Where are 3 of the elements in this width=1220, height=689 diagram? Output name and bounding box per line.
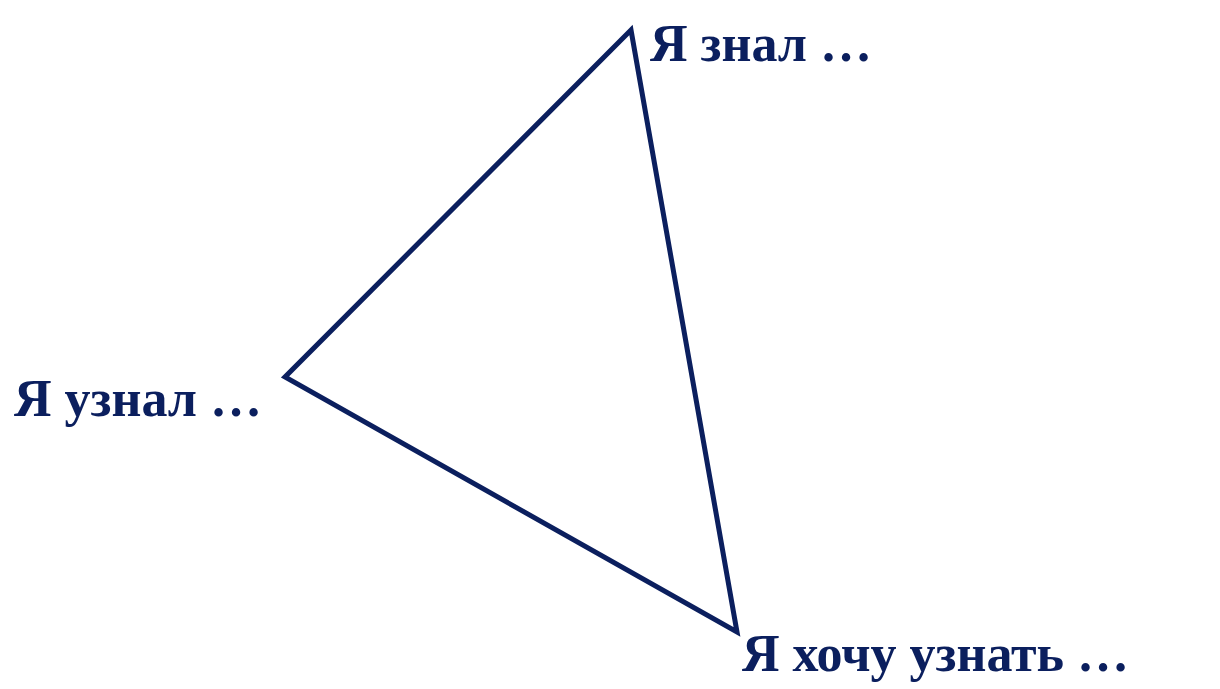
vertex-label: Я узнал …	[14, 373, 263, 425]
vertex-label: Я знал …	[650, 18, 873, 70]
vertex-label: Я хочу узнать …	[742, 628, 1130, 680]
